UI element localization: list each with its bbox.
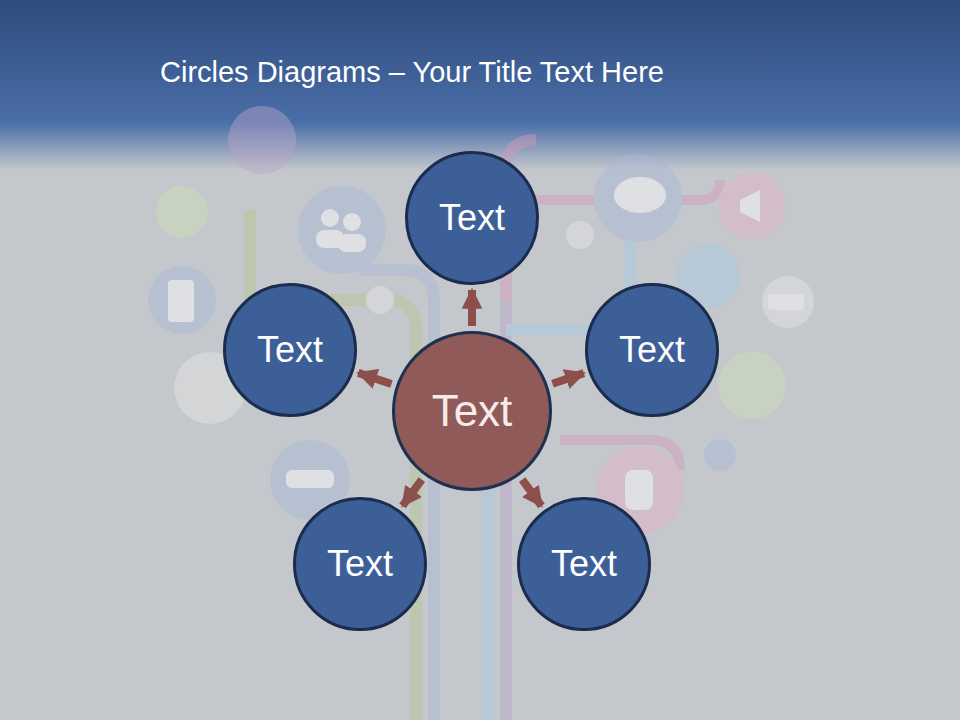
arrow-connector bbox=[522, 480, 541, 506]
circle-shape bbox=[587, 285, 718, 416]
hub-circle: Text bbox=[392, 331, 552, 491]
circle-label: Text bbox=[327, 543, 393, 585]
circle-shape bbox=[519, 499, 650, 630]
arrow-connector bbox=[403, 480, 422, 506]
satellite-circle: Text bbox=[517, 497, 651, 631]
satellite-circle: Text bbox=[293, 497, 427, 631]
circle-label: Text bbox=[439, 197, 505, 239]
circle-label: Text bbox=[551, 543, 617, 585]
circle-label: Text bbox=[432, 386, 513, 436]
circle-label: Text bbox=[257, 329, 323, 371]
arrow-connector bbox=[468, 290, 476, 326]
circle-shape bbox=[225, 285, 356, 416]
circle-shape bbox=[295, 499, 426, 630]
header-band bbox=[0, 0, 960, 170]
arrow-connector bbox=[358, 373, 391, 384]
satellite-circle: Text bbox=[585, 283, 719, 417]
icon-tree bbox=[148, 106, 814, 720]
satellite-circle: Text bbox=[223, 283, 357, 417]
circle-shape bbox=[394, 333, 551, 490]
satellite-circle: Text bbox=[405, 151, 539, 285]
circle-shape bbox=[407, 153, 538, 284]
circle-label: Text bbox=[619, 329, 685, 371]
slide-title: Circles Diagrams – Your Title Text Here bbox=[160, 56, 664, 89]
arrow-connector bbox=[553, 373, 584, 384]
